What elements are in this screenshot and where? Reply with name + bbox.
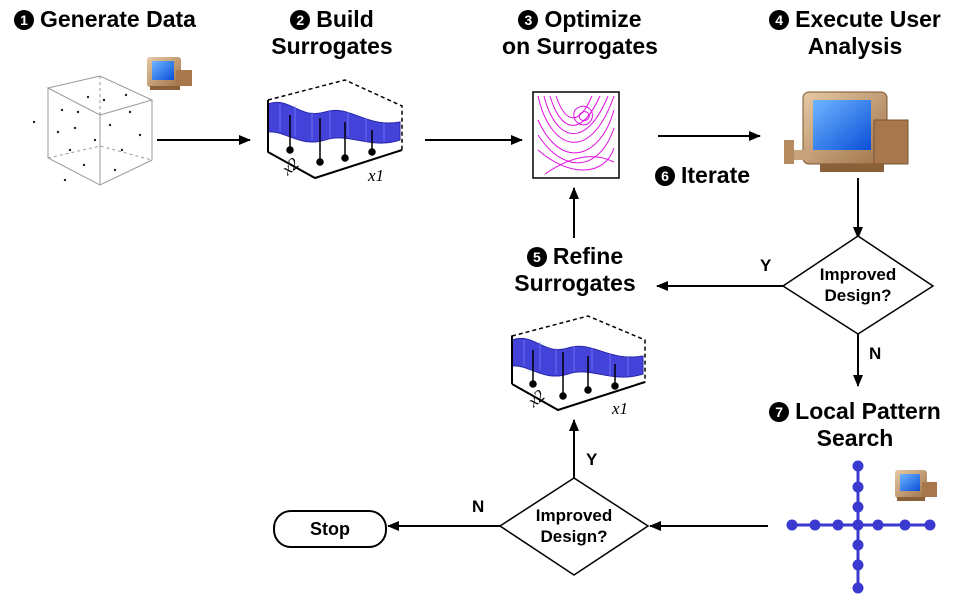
step-7-title-line1: Local Pattern [795, 398, 941, 424]
branch-label-upper-yes: Y [760, 256, 772, 275]
step-4-number: 4 [769, 10, 790, 30]
decision-diamond-lower [498, 477, 650, 576]
data-cube-icon [46, 75, 154, 186]
step-3-title-line1: Optimize [544, 6, 642, 32]
axis-label-x1-bottom: x1 [611, 399, 628, 418]
step-5-number: 5 [526, 247, 547, 267]
computer-small-icon-1 [147, 57, 192, 90]
step-6-title: Iterate [681, 162, 751, 188]
step-2-title-line1: Build [316, 6, 374, 32]
axis-label-x2-bottom: x2 [523, 386, 549, 412]
axis-label-x2-top: x2 [277, 154, 303, 180]
step-5-title-line1: Refine [552, 243, 624, 269]
contour-plot-icon [532, 91, 620, 179]
axis-label-x1-top: x1 [367, 166, 384, 185]
step-2-number: 2 [290, 10, 311, 30]
step-3-number: 3 [518, 10, 539, 30]
step-2-title-line2: Surrogates [271, 33, 393, 59]
computer-large-icon [784, 91, 909, 172]
surrogate-surface-icon-top [267, 79, 403, 180]
decision-upper-line1: Improved [819, 265, 897, 284]
decision-lower-line2: Design? [540, 527, 608, 546]
step-5-title-line2: Surrogates [514, 270, 636, 296]
branch-label-lower-no: N [472, 497, 485, 516]
step-7-title-line2: Search [816, 425, 894, 451]
decision-lower-line1: Improved [535, 506, 613, 525]
step-7-number: 7 [769, 402, 790, 422]
step-1-title: Generate Data [40, 6, 196, 32]
step-1-label: 1 Generate Data [14, 6, 196, 33]
decision-upper-text: Improved Design? [800, 264, 916, 306]
step-3-title-line2: on Surrogates [502, 33, 658, 59]
step-1-number: 1 [14, 10, 34, 30]
computer-small-icon-2 [895, 470, 937, 501]
surrogate-surface-icon-bottom [511, 315, 646, 412]
stop-terminal: Stop [273, 510, 387, 548]
step-4-title-line1: Execute User [795, 6, 941, 32]
step-4-title-line2: Analysis [807, 33, 903, 59]
branch-label-lower-yes: Y [586, 450, 598, 469]
pattern-search-icon [786, 460, 936, 594]
decision-lower-text: Improved Design? [516, 505, 632, 547]
sample-points [32, 93, 142, 182]
step-6-label: 6 Iterate [655, 162, 750, 189]
branch-label-upper-no: N [869, 344, 882, 363]
decision-upper-line2: Design? [824, 286, 892, 305]
step-6-number: 6 [655, 166, 675, 186]
